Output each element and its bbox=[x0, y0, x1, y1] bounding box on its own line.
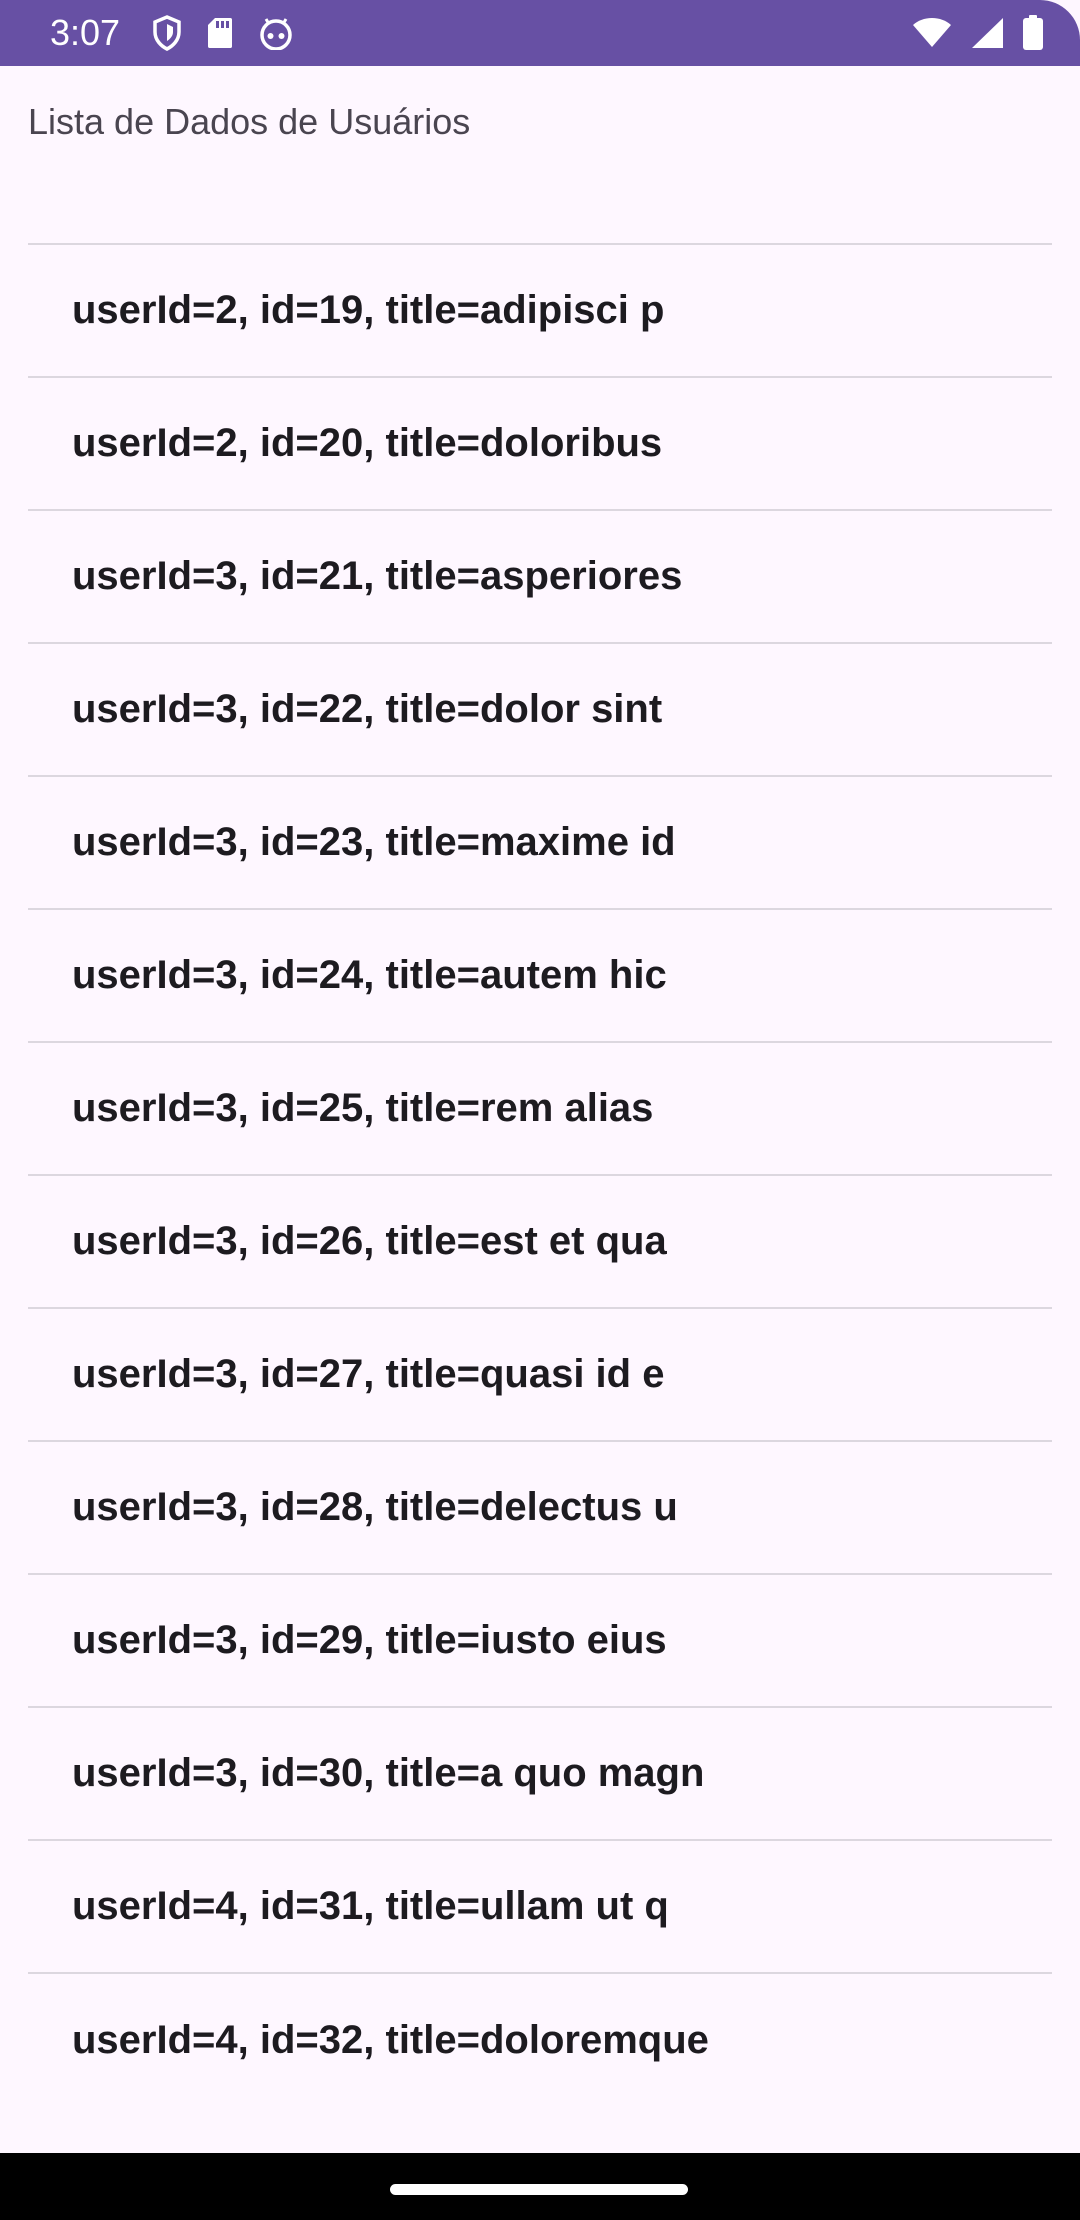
list-item[interactable]: userId=3, id=27, title=quasi id e bbox=[28, 1309, 1052, 1442]
list-item-label: userId=2, id=19, title=adipisci p bbox=[72, 288, 665, 332]
navigation-bar bbox=[0, 2153, 1080, 2220]
list-item-label: userId=3, id=26, title=est et qua bbox=[72, 1219, 667, 1263]
status-system-icons bbox=[912, 14, 1044, 52]
list-item-label: userId=3, id=24, title=autem hic bbox=[72, 953, 667, 997]
list-item-label: userId=3, id=29, title=iusto eius bbox=[72, 1618, 667, 1662]
list-item[interactable]: userId=3, id=24, title=autem hic bbox=[28, 910, 1052, 1043]
list-item[interactable]: userId=2, id=20, title=doloribus bbox=[28, 378, 1052, 511]
list-item[interactable]: userId=3, id=26, title=est et qua bbox=[28, 1176, 1052, 1309]
home-gesture-handle[interactable] bbox=[390, 2184, 688, 2195]
page-title: Lista de Dados de Usuários bbox=[28, 101, 471, 142]
list-item-label: userId=3, id=27, title=quasi id e bbox=[72, 1352, 665, 1396]
shield-icon bbox=[152, 15, 182, 51]
list-item[interactable]: userId=3, id=25, title=rem alias bbox=[28, 1043, 1052, 1176]
list-item[interactable]: userId=3, id=30, title=a quo magn bbox=[28, 1708, 1052, 1841]
cellular-signal-icon bbox=[970, 17, 1004, 49]
list-item[interactable]: userId=3, id=28, title=delectus u bbox=[28, 1442, 1052, 1575]
android-face-icon bbox=[258, 16, 294, 50]
list-item-label: userId=3, id=23, title=maxime id bbox=[72, 820, 676, 864]
list-item-label: userId=4, id=31, title=ullam ut q bbox=[72, 1884, 669, 1928]
list-item-label: userId=3, id=28, title=delectus u bbox=[72, 1485, 678, 1529]
list-item[interactable]: userId=4, id=32, title=doloremque bbox=[28, 1974, 1052, 2107]
list-item[interactable]: userId=4, id=31, title=ullam ut q bbox=[28, 1841, 1052, 1974]
list-item[interactable]: userId=3, id=21, title=asperiores bbox=[28, 511, 1052, 644]
list-item[interactable]: userId=2, id=19, title=adipisci p bbox=[28, 245, 1052, 378]
list-item-label: userId=3, id=30, title=a quo magn bbox=[72, 1751, 705, 1795]
status-time: 3:07 bbox=[50, 12, 121, 53]
list-item[interactable]: userId=3, id=22, title=dolor sint bbox=[28, 644, 1052, 777]
battery-icon bbox=[1022, 15, 1044, 51]
sd-card-icon bbox=[206, 16, 234, 50]
list-item-label: userId=2, id=20, title=doloribus bbox=[72, 421, 663, 465]
status-notification-icons bbox=[152, 14, 294, 52]
list-item[interactable]: userId=3, id=29, title=iusto eius bbox=[28, 1575, 1052, 1708]
user-data-list[interactable]: userId=2, id=19, title=adipisci p userId… bbox=[28, 243, 1052, 2107]
list-item-label: userId=3, id=25, title=rem alias bbox=[72, 1086, 654, 1130]
list-item-label: userId=3, id=21, title=asperiores bbox=[72, 554, 683, 598]
list-item[interactable]: userId=3, id=23, title=maxime id bbox=[28, 777, 1052, 910]
list-item-label: userId=4, id=32, title=doloremque bbox=[72, 2018, 709, 2062]
wifi-icon bbox=[912, 17, 952, 49]
status-bar: 3:07 bbox=[0, 0, 1080, 66]
list-item-label: userId=3, id=22, title=dolor sint bbox=[72, 687, 663, 731]
